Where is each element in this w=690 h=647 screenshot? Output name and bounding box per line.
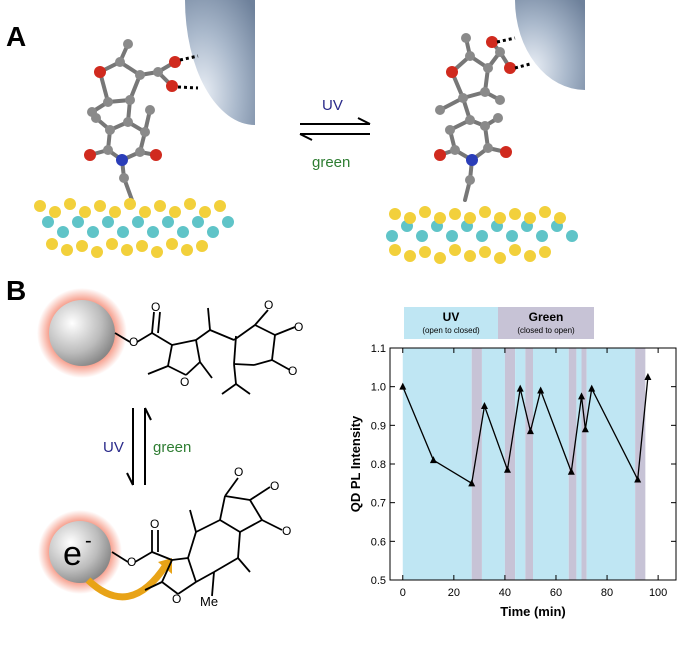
electron-transfer-arrowhead [158, 558, 172, 574]
x-tick-label: 0 [400, 587, 406, 599]
legend-box-green [498, 307, 594, 339]
arrow-label-uv-a: UV [322, 97, 343, 114]
data-point [581, 425, 589, 433]
legend-sublabel-1: (closed to open) [517, 326, 575, 335]
x-tick-label: 40 [499, 587, 511, 599]
quantum-dot-surface-right [515, 0, 585, 90]
y-tick-label: 0.9 [371, 420, 386, 432]
series-line [402, 376, 649, 485]
data-point [516, 384, 524, 392]
band-green [635, 348, 646, 580]
arrow-label-green-a: green [312, 154, 350, 171]
methyl-label: Me [200, 594, 218, 609]
quantum-dot-bottom [49, 521, 111, 583]
atom-o-anhydride-6: O [282, 524, 291, 538]
legend-box-uv [404, 307, 498, 339]
y-tick-label: 1.0 [371, 382, 386, 394]
y-tick-label: 0.8 [371, 459, 386, 471]
electron-charge: - [85, 530, 92, 552]
data-point [567, 467, 575, 475]
y-tick-label: 1.1 [371, 343, 386, 355]
data-point [588, 384, 596, 392]
legend-sublabel-0: (open to closed) [422, 326, 480, 335]
pl-intensity-chart: UV (open to closed) Green (closed to open) 0… [348, 307, 677, 619]
equilibrium-arrows-a [299, 117, 371, 141]
data-point [503, 465, 511, 473]
molecule-open-form [84, 39, 199, 202]
band-green [525, 348, 533, 580]
data-point [480, 402, 488, 409]
atom-o-furan-top: O [180, 375, 189, 389]
band-uv [402, 348, 472, 580]
quantum-dot-surface-left [185, 0, 255, 125]
y-tick-label: 0.7 [371, 498, 386, 510]
x-tick-label: 80 [601, 587, 613, 599]
y-tick-label: 0.5 [371, 575, 386, 587]
data-point [578, 392, 586, 400]
panel-b-label: B [6, 275, 26, 306]
quantum-dot-top [49, 300, 115, 366]
structure-closed-form [111, 477, 283, 597]
atom-o-anhydride-3: O [288, 364, 297, 378]
atom-o-furan-bottom: O [172, 592, 181, 606]
atom-o-anhydride-1: O [264, 298, 273, 312]
atom-o-carbonyl-top: O [151, 300, 160, 314]
x-tick-label: 60 [550, 587, 562, 599]
data-point [634, 475, 642, 483]
y-axis-label: QD PL Intensity [348, 415, 363, 512]
atom-o-carbonyl-bottom: O [150, 517, 159, 531]
band-uv [576, 348, 582, 580]
arrow-label-green-b: green [153, 439, 191, 456]
x-tick-label: 100 [649, 587, 667, 599]
x-axis-label: Time (min) [500, 604, 566, 619]
data-point [429, 456, 437, 464]
data-point [537, 386, 545, 394]
data-point [468, 479, 476, 487]
data-point [644, 373, 652, 380]
data-point [399, 382, 407, 390]
band-uv [533, 348, 569, 580]
band-uv [481, 348, 505, 580]
x-tick-label: 20 [448, 587, 460, 599]
y-tick-label: 0.6 [371, 536, 386, 548]
atom-o-anhydride-5: O [270, 479, 279, 493]
molecule-closed-form [434, 33, 531, 202]
band-uv [515, 348, 526, 580]
mos2-slab-right [386, 206, 578, 264]
electron-transfer-arrow [85, 563, 169, 601]
atom-o-anhydride-4: O [234, 465, 243, 479]
band-green [581, 348, 587, 580]
equilibrium-arrows-b [126, 407, 152, 486]
atom-o-anhydride-2: O [294, 320, 303, 334]
legend-label-1: Green [529, 310, 564, 324]
band-green [471, 348, 482, 580]
mos2-slab-left [34, 198, 234, 258]
arrow-label-uv-b: UV [103, 439, 124, 456]
band-uv [586, 348, 636, 580]
legend-label-0: UV [443, 310, 460, 324]
atom-o-ester-bottom: O [127, 555, 136, 569]
band-green [504, 348, 516, 580]
atom-o-ester-top: O [129, 335, 138, 349]
electron-symbol: e [63, 535, 82, 573]
data-point [526, 427, 534, 435]
panel-a-label: A [6, 21, 26, 52]
structure-open-form [114, 307, 296, 395]
